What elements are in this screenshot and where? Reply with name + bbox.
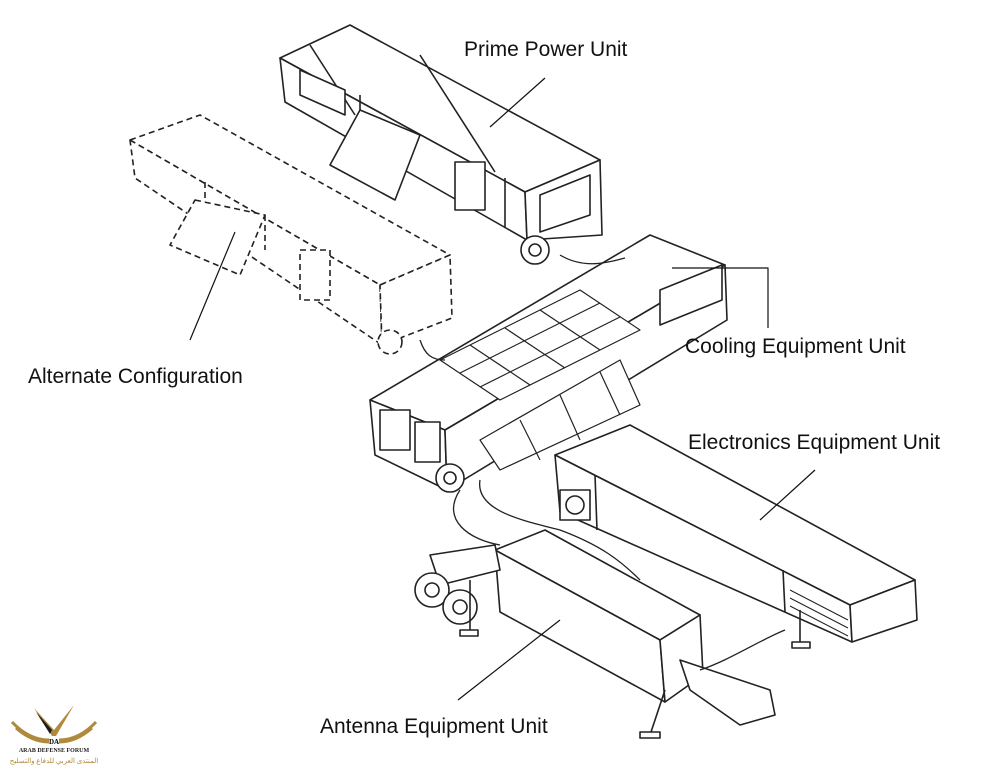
cooling-equipment-unit [369,234,728,493]
logo-arabic: المنتدى العربي للدفاع والتسليح [9,757,99,765]
leader-cooling [672,267,769,328]
antenna-equipment-unit [414,529,811,739]
leader-lines [189,77,816,701]
alternate-configuration-unit [129,114,453,355]
label-alternate-configuration: Alternate Configuration [28,365,243,388]
watermark-logo: DA ARAB DEFENSE FORUM المنتدى العربي للد… [4,700,104,770]
prime-power-unit [279,24,603,265]
interconnect-cables [419,254,786,671]
label-electronics-equipment-unit: Electronics Equipment Unit [688,431,941,454]
electronics-equipment-unit [554,424,918,643]
logo-emblem-icon [10,705,98,744]
label-antenna-equipment-unit: Antenna Equipment Unit [320,715,548,738]
leader-alternate [189,231,236,341]
logo-name: ARAB DEFENSE FORUM [18,748,90,754]
leader-electronics [759,469,816,521]
label-cooling-equipment-unit: Cooling Equipment Unit [685,335,906,358]
leader-prime-power [489,77,546,128]
label-prime-power-unit: Prime Power Unit [464,38,628,61]
leader-antenna [457,619,561,701]
logo-initials: DA [48,738,60,746]
